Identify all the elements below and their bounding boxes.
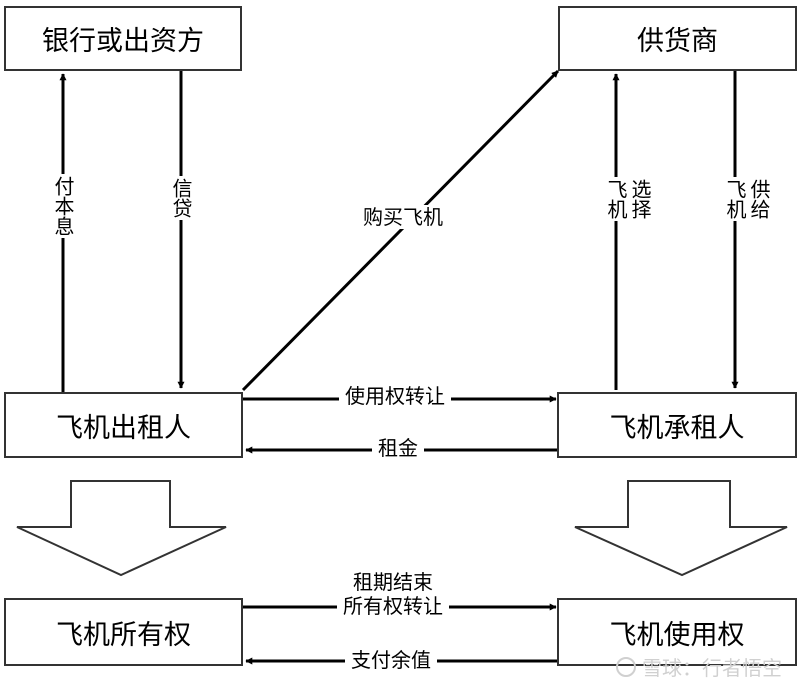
node-supplier-label: 供货商 <box>637 26 718 57</box>
node-lessor-label: 飞机出租人 <box>56 412 191 444</box>
right-down-block-arrow <box>574 480 788 577</box>
snowball-logo-icon <box>616 656 636 677</box>
node-lessee-label: 飞机承租人 <box>609 412 745 444</box>
node-bank: 银行或出资方 <box>4 6 242 71</box>
watermark: 雪球：行者悟空 <box>616 652 782 681</box>
node-use-right-label: 飞机使用权 <box>609 619 745 651</box>
label-term-end: 租期结束 <box>347 570 439 594</box>
node-lessor: 飞机出租人 <box>4 392 243 458</box>
arrow-buy-plane <box>241 69 560 392</box>
node-ownership-label: 飞机所有权 <box>56 619 191 651</box>
node-lessee: 飞机承租人 <box>557 392 797 458</box>
label-supply-plane-col2: 飞机 <box>723 179 747 219</box>
watermark-text: 雪球：行者悟空 <box>642 656 782 680</box>
label-supply-plane-col1: 供给 <box>747 179 771 219</box>
label-ownership-transfer: 所有权转让 <box>337 594 449 618</box>
label-residual-payment: 支付余值 <box>345 648 437 672</box>
node-use-right: 飞机使用权 <box>557 598 797 666</box>
label-supply-plane: 供给 飞机 <box>723 177 771 221</box>
node-bank-label: 银行或出资方 <box>42 26 204 57</box>
label-select-plane: 选择 飞机 <box>604 177 652 221</box>
label-credit: 信贷 <box>169 176 193 220</box>
left-down-block-arrow <box>16 480 227 577</box>
label-transfer-use: 使用权转让 <box>339 384 451 408</box>
label-rent: 租金 <box>372 436 424 460</box>
label-select-plane-col1: 选择 <box>628 179 652 219</box>
label-buy-plane: 购买飞机 <box>361 205 445 229</box>
node-ownership: 飞机所有权 <box>4 598 243 666</box>
label-pay-interest: 付本息 <box>51 174 75 238</box>
label-select-plane-col2: 飞机 <box>604 179 628 219</box>
node-supplier: 供货商 <box>558 6 797 71</box>
